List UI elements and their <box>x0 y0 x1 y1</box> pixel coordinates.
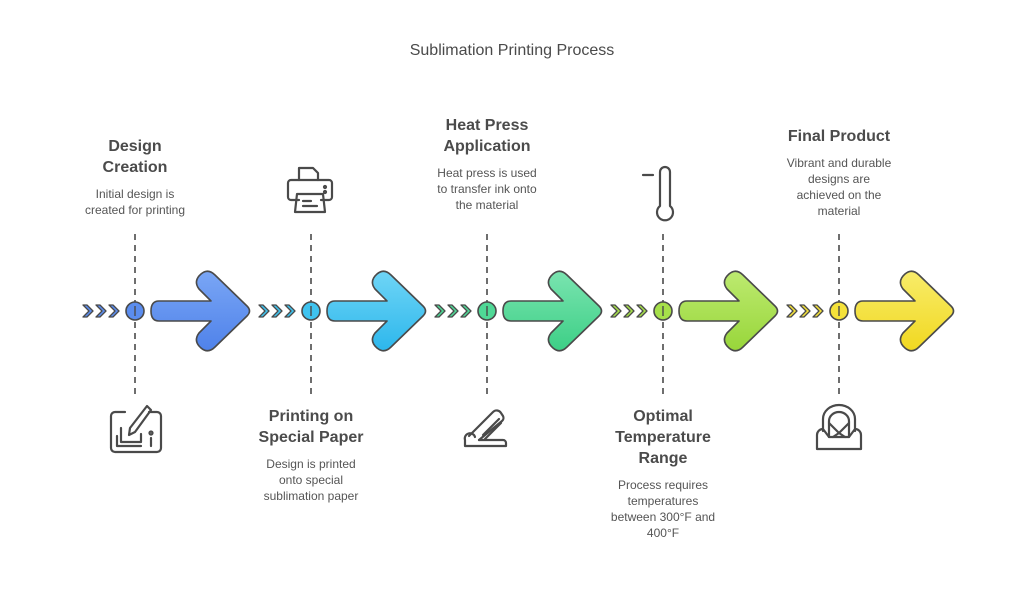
step-3-flow <box>434 234 603 395</box>
diagram-title: Sublimation Printing Process <box>409 42 615 59</box>
step-title: Final Product <box>787 128 891 145</box>
chevron-icon <box>812 304 824 318</box>
chevron-icon <box>610 304 622 318</box>
car-seat-icon <box>815 403 863 451</box>
chevron-icon <box>82 304 94 318</box>
printer-icon <box>286 166 334 214</box>
step-5-flow <box>786 234 955 395</box>
chevron-icon <box>636 304 648 318</box>
arrow-right-icon <box>150 270 251 352</box>
step-1-flow <box>82 234 251 395</box>
thermometer-icon <box>641 165 675 222</box>
chevron-icon <box>786 304 798 318</box>
chevron-icon <box>447 304 459 318</box>
chevron-icon <box>108 304 120 318</box>
chevron-icon <box>271 304 283 318</box>
arrow-right-icon <box>854 270 955 352</box>
chevron-icon <box>95 304 107 318</box>
chevron-icon <box>258 304 270 318</box>
heat-press-icon <box>463 409 508 448</box>
chevron-icon <box>284 304 296 318</box>
arrow-right-icon <box>502 270 603 352</box>
step-4-flow <box>610 234 779 395</box>
step-2-flow <box>258 234 427 395</box>
chevron-icon <box>434 304 446 318</box>
chevron-icon <box>623 304 635 318</box>
chevron-icon <box>460 304 472 318</box>
arrow-right-icon <box>678 270 779 352</box>
drawing-tablet-icon <box>109 404 163 454</box>
arrow-right-icon <box>326 270 427 352</box>
chevron-icon <box>799 304 811 318</box>
